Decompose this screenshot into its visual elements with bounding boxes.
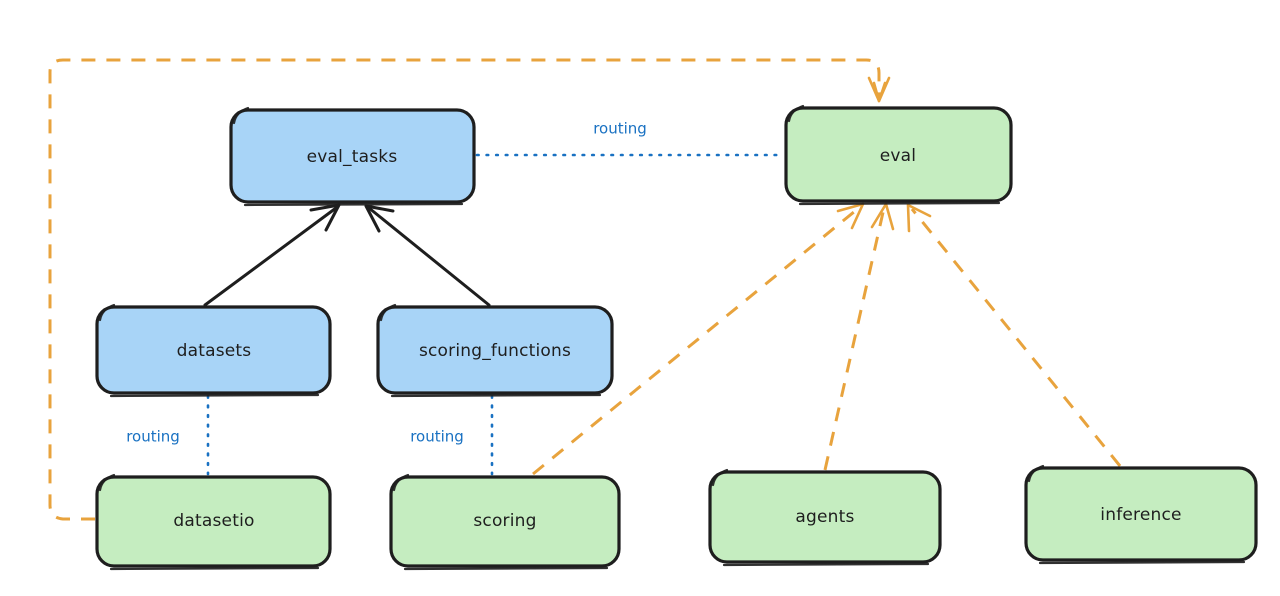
edge-scoring-to-eval-path: [532, 205, 861, 476]
edge-label-eval_tasks-eval: routing: [593, 120, 647, 138]
node-scoring_functions-box[interactable]: [376, 305, 614, 395]
node-eval-sketch-underline: [798, 201, 1001, 206]
edge-datasets-to-datasetio: routing: [126, 394, 210, 476]
edge-scoring_functions-to-eval_tasks-arrowhead: [364, 204, 395, 233]
node-agents-box[interactable]: [708, 470, 942, 564]
node-datasets[interactable]: datasets: [95, 303, 332, 398]
node-eval_tasks-sketch-corner: [232, 106, 250, 125]
edge-scoring_functions-to-eval_tasks: [364, 204, 491, 307]
edge-datasetio-to-eval-arrowhead-inner: [872, 81, 887, 103]
edge-scoring_functions-to-eval_tasks-path: [367, 206, 491, 307]
node-datasetio-sketch-underline: [109, 566, 320, 571]
edge-inference-to-eval-arrowhead: [906, 203, 932, 233]
node-scoring_functions-label: scoring_functions: [419, 341, 571, 361]
node-scoring[interactable]: scoring: [389, 473, 621, 571]
edge-label-scoring_functions-scoring: routing: [410, 428, 464, 446]
node-agents[interactable]: agents: [708, 468, 942, 567]
node-agents-sketch-underline: [722, 562, 930, 567]
node-scoring-box[interactable]: [389, 475, 621, 568]
node-inference-box[interactable]: [1024, 466, 1258, 562]
edge-datasetio-to-eval: [48, 58, 891, 521]
edge-agents-to-eval: [823, 202, 895, 471]
node-inference-sketch-corner: [1027, 464, 1045, 483]
edge-label-datasets-datasetio: routing: [126, 428, 180, 446]
node-datasets-label: datasets: [177, 341, 252, 361]
node-eval_tasks-box[interactable]: [229, 108, 476, 204]
edge-inference-to-eval-path: [910, 208, 1122, 467]
node-datasets-sketch-underline: [109, 393, 320, 398]
edge-eval_tasks-to-eval: routing: [475, 120, 786, 157]
edge-datasets-to-eval_tasks-path: [203, 206, 338, 307]
node-scoring_functions-sketch-corner: [379, 303, 397, 322]
node-scoring_functions-sketch-underline: [390, 393, 602, 398]
node-scoring-label: scoring: [473, 511, 536, 531]
node-datasetio-box[interactable]: [95, 475, 332, 568]
node-datasets-box[interactable]: [95, 305, 332, 395]
node-inference-label: inference: [1100, 505, 1181, 525]
node-eval[interactable]: eval: [784, 104, 1013, 206]
node-agents-label: agents: [795, 507, 854, 527]
edge-agents-to-eval-path: [823, 207, 886, 471]
node-datasetio[interactable]: datasetio: [95, 473, 332, 571]
node-eval_tasks-label: eval_tasks: [307, 147, 398, 167]
node-inference-sketch-underline: [1038, 560, 1246, 565]
node-datasets-sketch-corner: [98, 303, 116, 322]
node-scoring_functions[interactable]: scoring_functions: [376, 303, 614, 398]
node-eval-label: eval: [880, 146, 916, 166]
node-eval_tasks[interactable]: eval_tasks: [229, 106, 476, 207]
node-scoring-sketch-corner: [392, 473, 410, 492]
node-eval-sketch-corner: [787, 104, 805, 123]
node-eval_tasks-sketch-underline: [243, 202, 464, 207]
edge-scoring_functions-to-scoring: routing: [410, 394, 494, 476]
node-eval-box[interactable]: [784, 106, 1013, 203]
node-scoring-sketch-underline: [403, 566, 609, 571]
node-datasetio-sketch-corner: [98, 473, 116, 492]
node-agents-sketch-corner: [711, 468, 729, 487]
edge-datasets-to-eval_tasks: [203, 203, 341, 307]
node-datasetio-label: datasetio: [173, 511, 254, 531]
node-inference[interactable]: inference: [1024, 464, 1258, 565]
edge-inference-to-eval: [906, 203, 1122, 467]
